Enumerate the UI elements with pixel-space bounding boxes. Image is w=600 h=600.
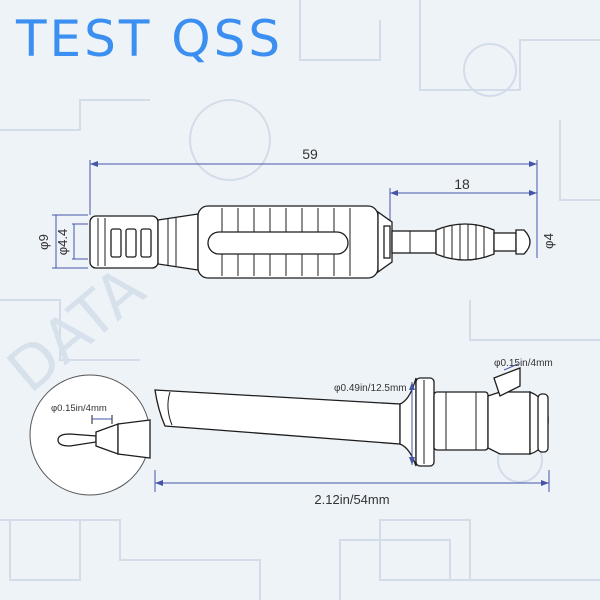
plug-tip-length-label: 18 [454, 176, 470, 192]
brand-title: TEST QSS [16, 10, 284, 68]
hook-body-diameter-label: φ0.49in/12.5mm [334, 383, 407, 394]
plug-overall-length-label: 59 [302, 146, 318, 162]
plug-body-diameter-label: φ9 [36, 234, 51, 250]
plug-shank-diameter-label: φ4.4 [55, 229, 70, 256]
hook-overall-length-label: 2.12in/54mm [314, 492, 389, 507]
test-hook-drawing: φ0.49in/12.5mm φ0.15in/4mm 2.12in/54mm [154, 358, 553, 507]
hook-tip-detail-inset: φ0.15in/4mm [29, 374, 151, 496]
banana-plug-drawing: 59 18 φ9 φ4.4 φ4 [36, 146, 556, 279]
plug-pin-diameter-label: φ4 [541, 233, 556, 249]
hook-wire-diameter-label: φ0.15in/4mm [51, 403, 107, 414]
hook-tail-wire-label: φ0.15in/4mm [494, 358, 553, 369]
